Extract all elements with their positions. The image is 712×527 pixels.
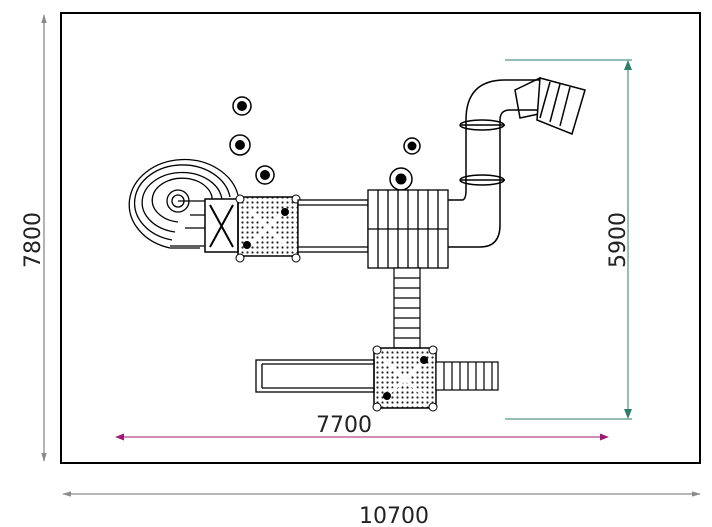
stepping-post-2 <box>229 134 251 156</box>
dimension-overall-depth: 7800 <box>21 14 47 462</box>
stepping-posts <box>229 96 421 191</box>
stepping-post-4 <box>403 137 421 155</box>
play-area-boundary <box>60 12 701 464</box>
tube-slide <box>448 76 586 248</box>
left-tower <box>204 194 301 263</box>
right-stair <box>435 361 499 391</box>
dimension-inner-width: 7700 <box>115 413 609 441</box>
stepping-post-3 <box>255 165 275 185</box>
dimension-inner-depth-label: 5900 <box>606 212 631 268</box>
dimension-overall-width-label: 10700 <box>359 504 429 527</box>
dimension-overall-width: 10700 <box>62 491 701 527</box>
stepping-post-5 <box>389 167 413 191</box>
dimension-overall-depth-label: 7800 <box>21 212 46 268</box>
stepping-post-1 <box>232 96 252 116</box>
dimension-inner-width-label: 7700 <box>316 413 372 438</box>
dimension-inner-depth: 5900 <box>505 59 632 420</box>
connecting-ladder <box>393 267 421 349</box>
central-deck <box>367 189 449 269</box>
lower-slide <box>255 359 375 393</box>
bridge <box>297 199 369 253</box>
lower-tower <box>372 345 438 412</box>
